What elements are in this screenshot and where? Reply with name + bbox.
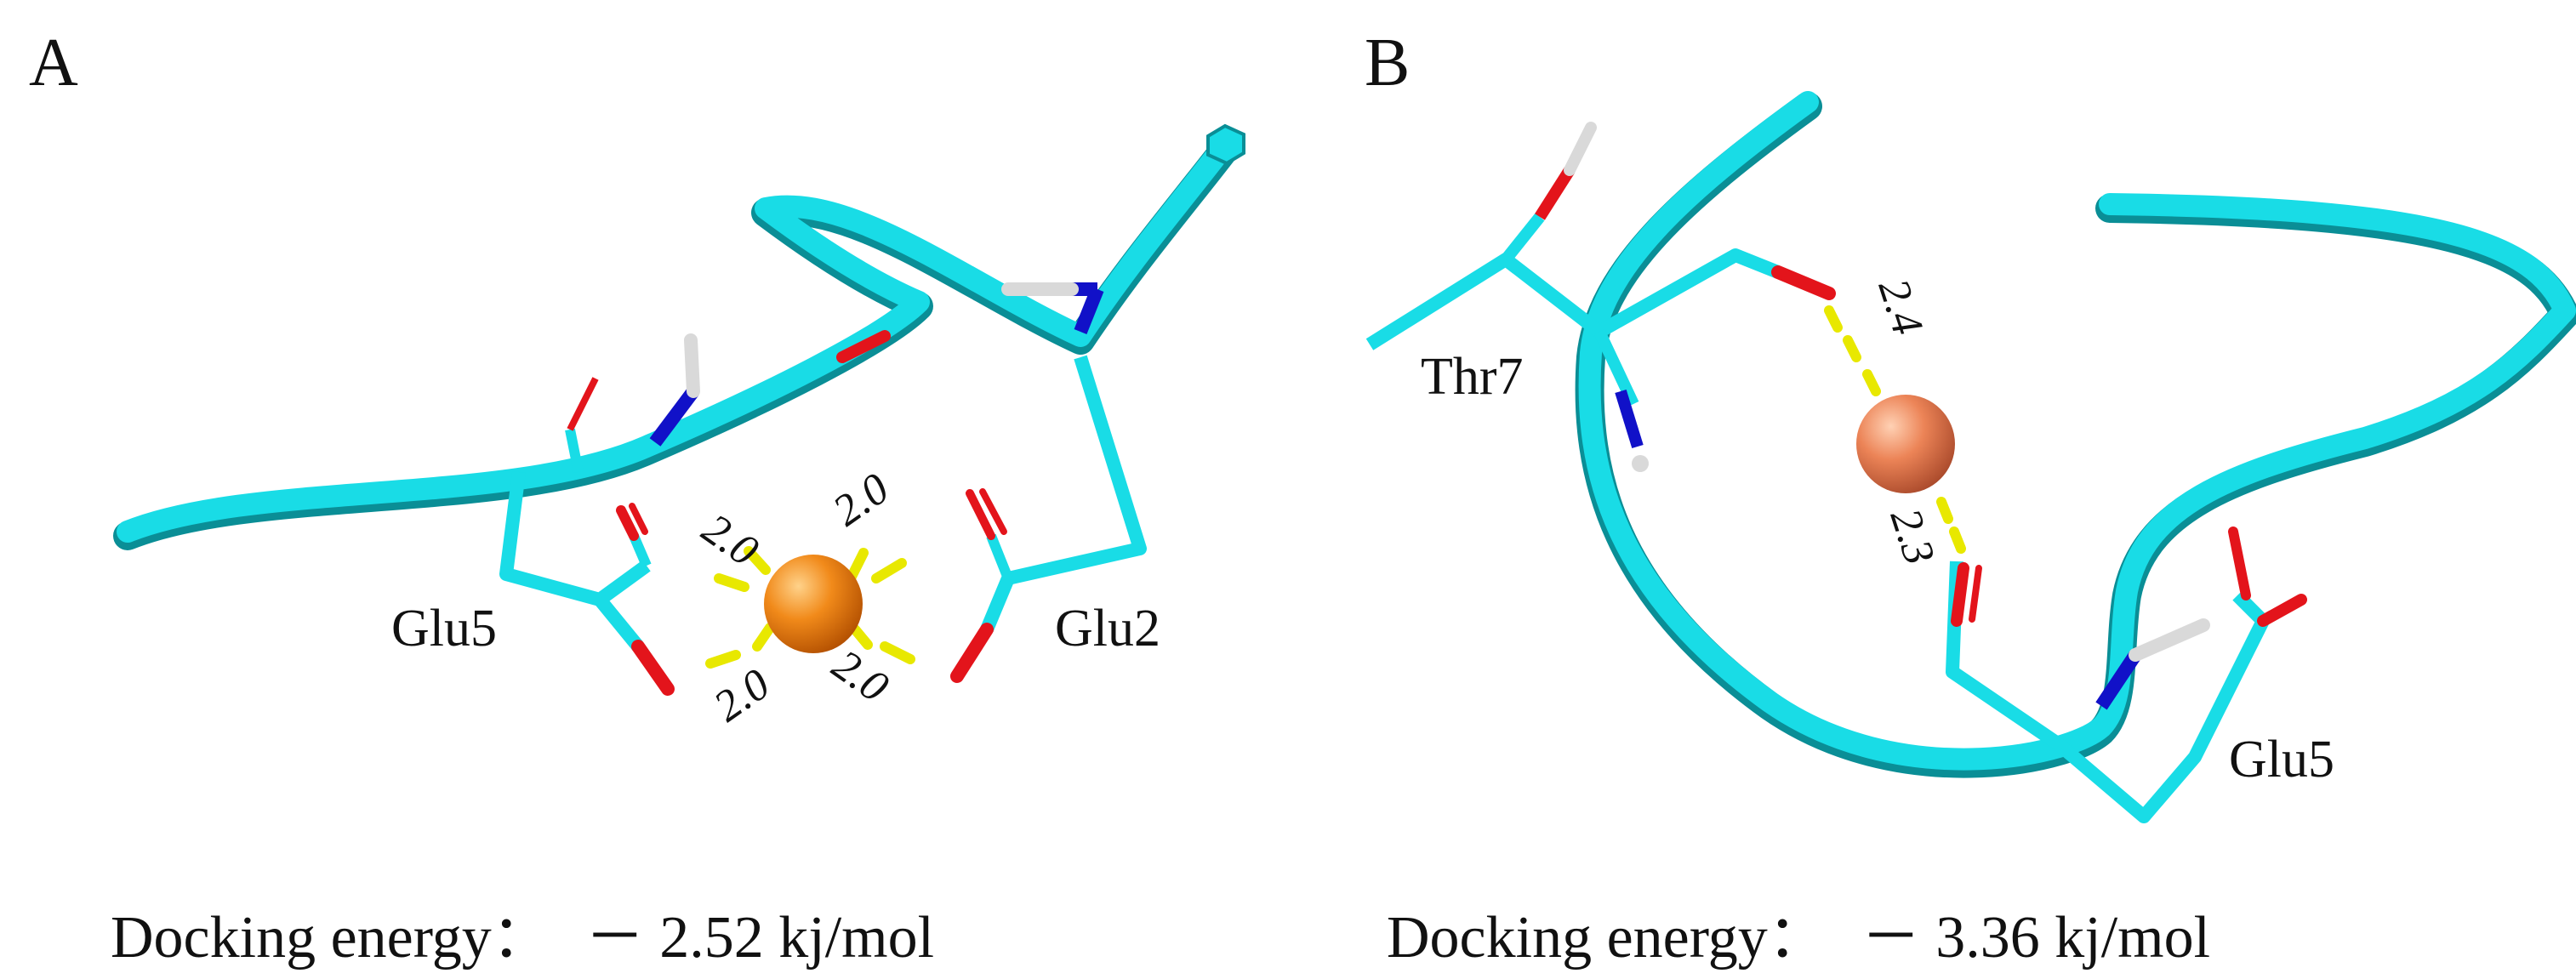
panel-a-residue-glu2: Glu2 xyxy=(1055,600,1160,657)
panel-b-backbone xyxy=(1578,91,2576,771)
panel-b-residue-glu5: Glu5 xyxy=(2229,731,2334,788)
panel-a-glu2-co-o xyxy=(950,623,994,683)
panel-a-backbone-end xyxy=(1206,123,1245,166)
panel-a-residue-glu5: Glu5 xyxy=(391,600,497,657)
panel-b-glu5-o xyxy=(1951,562,1969,627)
panel-b-coordination-bonds xyxy=(1824,305,1966,554)
panel-b-glu5-o3 xyxy=(2228,526,2251,600)
panel-a-side-o xyxy=(567,377,599,431)
panel-b-metal-ion xyxy=(1856,395,1955,493)
panel-a-distance-2: 2.0 xyxy=(824,464,898,536)
panel-a-glu5-co-o xyxy=(631,640,675,696)
panel-a-nh-h xyxy=(684,333,700,398)
panel-a-glu5-o2 xyxy=(616,505,639,541)
panel-b-structure: 2.4 2.3 xyxy=(1365,91,2576,823)
panel-b-letter: B xyxy=(1365,26,1411,100)
panel-a-structure: 2.0 2.0 2.0 2.0 xyxy=(113,123,1245,731)
panel-b-thr7-oh-o xyxy=(1535,167,1575,220)
panel-a-glu2-o2-c xyxy=(986,533,1013,581)
panel-a-nh-n xyxy=(649,387,699,447)
panel-a-coordination-bonds xyxy=(705,546,915,669)
panel-b-docking-energy: Docking energy： － 3.36 kj/mol xyxy=(1387,908,2210,968)
panel-a-docking-energy: Docking energy： － 2.52 kj/mol xyxy=(111,908,934,968)
panel-b-distance-2: 2.3 xyxy=(1881,503,1944,570)
panel-b-thr7-h xyxy=(1632,455,1649,472)
panel-b-residue-thr7: Thr7 xyxy=(1421,348,1524,406)
panel-a-glu5-o2-c xyxy=(629,533,652,568)
panel-b-thr7-n2 xyxy=(1615,389,1644,449)
panel-b-glu5-nh-n xyxy=(2095,651,2141,710)
panel-a-glu2-co-c xyxy=(980,575,1015,633)
panel-b-glu5-ob xyxy=(1969,565,1982,623)
panel-a-loop-o xyxy=(836,330,891,363)
panel-b-thr7-n xyxy=(1593,329,1639,407)
panel-a-backbone xyxy=(117,134,1236,543)
panel-b-thr7-c-o xyxy=(1501,213,1545,264)
panel-a-glu2-o2 xyxy=(966,489,995,540)
panel-b-thr7-oh-h xyxy=(1564,122,1597,176)
panel-a-energy-label: Docking energy： xyxy=(111,905,551,970)
panel-b-energy-label: Docking energy： xyxy=(1387,905,1827,970)
panel-a-letter: A xyxy=(29,26,78,100)
panel-a-nh2-n xyxy=(1074,287,1104,334)
panel-a-glu2-sidechain xyxy=(1006,355,1147,585)
panel-a-glu5-o2b xyxy=(629,503,648,535)
panel-b-glu5-o2 xyxy=(2257,594,2307,627)
panel-b-thr7-carbonyl-o xyxy=(1771,265,1836,300)
panel-b-energy-value: － 3.36 kj/mol xyxy=(1861,905,2211,970)
panel-b-thr7-sidechain xyxy=(1365,248,1781,350)
panel-a-metal-ion xyxy=(764,555,863,653)
panel-b-distance-1: 2.4 xyxy=(1869,273,1932,340)
panel-a-glu5-sidechain xyxy=(499,471,651,606)
panel-a-glu2-o2b xyxy=(979,488,1007,535)
panel-b-glu5-nh-h xyxy=(2129,618,2210,662)
panel-a-distance-3: 2.0 xyxy=(705,660,778,731)
panel-a-energy-value: － 2.52 kj/mol xyxy=(584,905,935,970)
panel-a-side-c xyxy=(565,428,584,474)
panel-a-backbone-shadow xyxy=(113,134,1240,550)
panel-a-glu5-co-c xyxy=(594,595,644,652)
